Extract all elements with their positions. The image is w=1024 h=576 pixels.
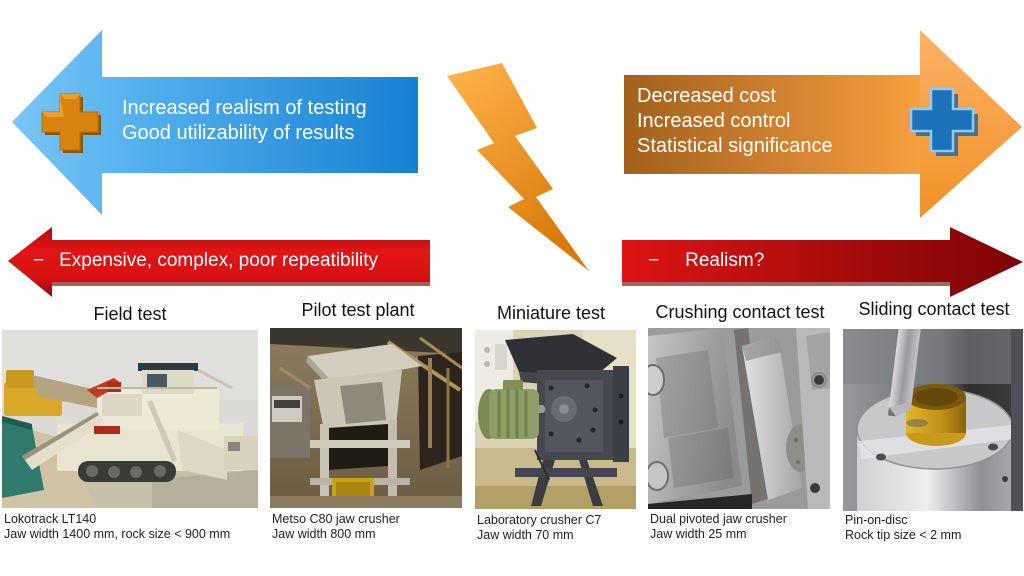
caption-line: Dual pivoted jaw crusher xyxy=(650,512,787,526)
plus-icon-blue xyxy=(909,87,978,156)
caption-line: Jaw width 1400 mm, rock size < 900 mm xyxy=(4,527,231,541)
orange-arrow-line-3: Statistical significance xyxy=(637,135,833,157)
minus-dash: − xyxy=(648,250,660,271)
orange-arrow-line-2: Increased control xyxy=(637,110,791,132)
red-right-arrow-text: − Realism? xyxy=(648,250,764,272)
column-title-field-test: Field test xyxy=(93,304,167,324)
laboratory-crusher-photo xyxy=(475,330,636,509)
jaw-plates-rock-closeup-photo xyxy=(648,328,830,509)
mobile-crusher-quarry-photo xyxy=(2,330,258,508)
caption-line: Pin-on-disc xyxy=(845,513,908,527)
red-left-arrow-text: − Expensive, complex, poor repeatibility xyxy=(33,250,378,272)
column-title-sliding-contact-test: Sliding contact test xyxy=(858,299,1010,319)
orange-arrow-text: Decreased cost Increased control Statist… xyxy=(637,84,833,159)
column-title-miniature-test: Miniature test xyxy=(496,303,606,323)
red-right-arrow-label: Realism? xyxy=(685,250,765,271)
caption-line: Jaw width 25 mm xyxy=(650,527,747,541)
caption-line: Rock tip size < 2 mm xyxy=(845,528,962,542)
red-left-arrow-label: Expensive, complex, poor repeatibility xyxy=(59,250,379,271)
blue-arrow-line-1: Increased realism of testing xyxy=(122,97,367,119)
caption-line: Laboratory crusher C7 xyxy=(477,513,602,527)
caption-line: Jaw width 800 mm xyxy=(272,527,376,541)
caption-miniature-test: Laboratory crusher C7 Jaw width 70 mm xyxy=(477,513,601,543)
caption-crushing-contact-test: Dual pivoted jaw crusher Jaw width 25 mm xyxy=(650,512,787,542)
orange-arrow-line-1: Decreased cost xyxy=(637,85,776,107)
minus-dash: − xyxy=(33,250,45,271)
column-title-pilot-test-plant: Pilot test plant xyxy=(301,300,415,320)
blue-arrow-text: Increased realism of testing Good utiliz… xyxy=(122,96,367,146)
caption-sliding-contact-test: Pin-on-disc Rock tip size < 2 mm xyxy=(845,513,961,543)
plus-icon-orange-3d xyxy=(41,93,101,153)
lightning-bolt-icon xyxy=(447,63,589,271)
caption-line: Metso C80 jaw crusher xyxy=(272,512,400,526)
caption-field-test: Lokotrack LT140 Jaw width 1400 mm, rock … xyxy=(4,512,230,542)
caption-line: Lokotrack LT140 xyxy=(4,512,97,526)
pilot-plant-hopper-photo xyxy=(270,328,462,508)
blue-arrow-line-2: Good utilizability of results xyxy=(122,122,355,144)
caption-line: Jaw width 70 mm xyxy=(477,528,574,542)
column-title-crushing-contact-test: Crushing contact test xyxy=(655,302,825,322)
caption-pilot-test-plant: Metso C80 jaw crusher Jaw width 800 mm xyxy=(272,512,400,542)
pin-on-disc-rig-photo xyxy=(843,329,1023,511)
